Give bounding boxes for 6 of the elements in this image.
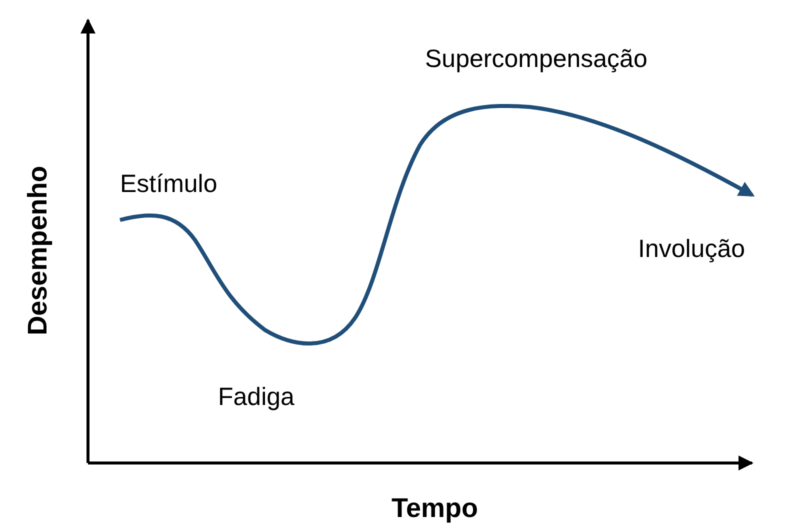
- curve-label: Estímulo: [120, 172, 218, 197]
- curve-label: Supercompensação: [425, 47, 648, 72]
- curve-label: Involução: [638, 237, 746, 262]
- axis-title: Desempenho: [24, 165, 52, 335]
- curve-label: Fadiga: [218, 385, 294, 410]
- axis-title: Tempo: [392, 494, 478, 522]
